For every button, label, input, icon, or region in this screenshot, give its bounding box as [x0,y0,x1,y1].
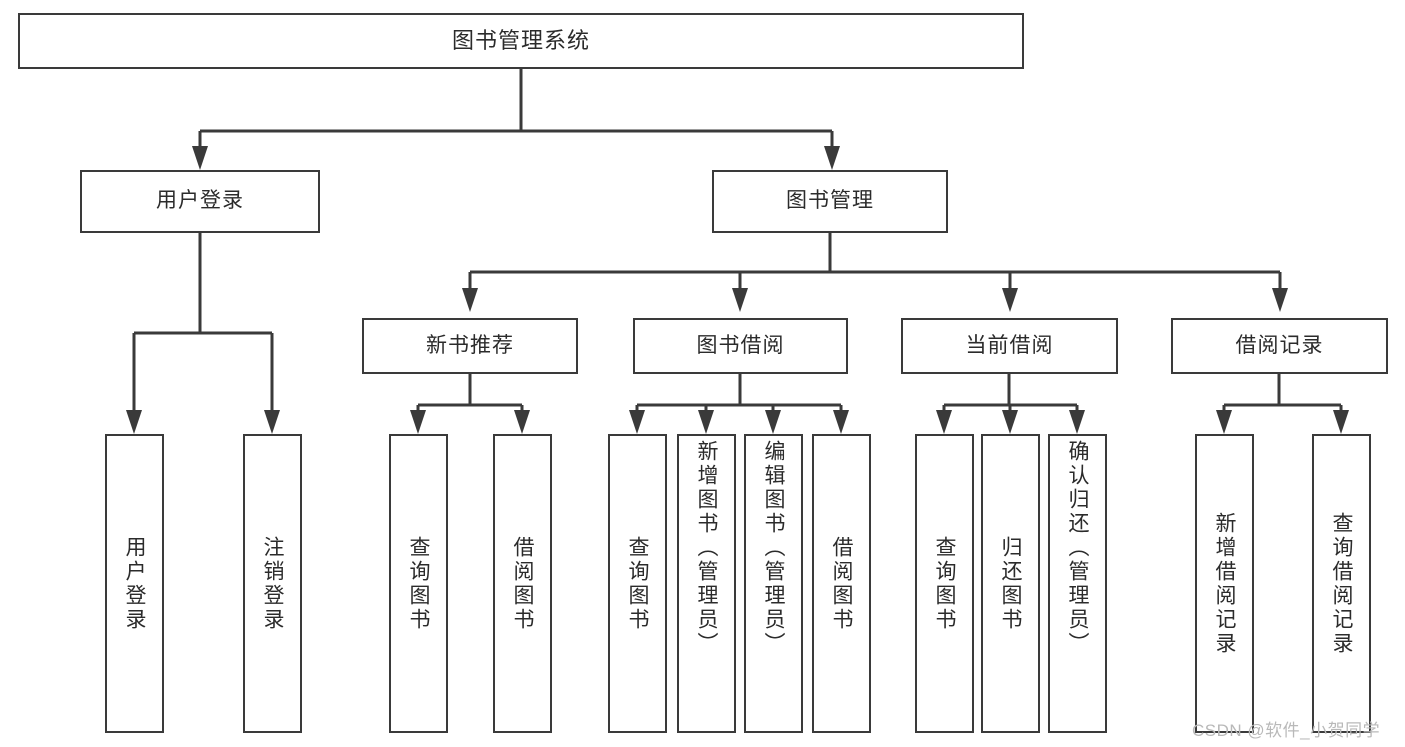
node-book-borrow[interactable]: 图书借阅 [633,318,848,374]
leaf-newbook-query-book[interactable]: 查询图书 [389,434,448,733]
node-book-management-label: 图书管理 [786,189,874,213]
leaf-logout[interactable]: 注销登录 [243,434,302,733]
leaf-borrow-book-label: 借阅图书 [830,535,853,632]
node-root-system[interactable]: 图书管理系统 [18,13,1024,69]
leaf-edit-book-admin[interactable]: 编辑图书（管理员） [744,434,803,733]
node-current-borrow[interactable]: 当前借阅 [901,318,1118,374]
leaf-user-login[interactable]: 用户登录 [105,434,164,733]
leaf-add-book-admin-label: 新增图书（管理员） [695,440,718,656]
node-borrow-record[interactable]: 借阅记录 [1171,318,1388,374]
leaf-borrow-query-book[interactable]: 查询图书 [608,434,667,733]
leaf-edit-book-admin-label: 编辑图书（管理员） [762,440,785,656]
leaf-return-book-label: 归还图书 [999,535,1022,632]
leaf-newbook-query-book-label: 查询图书 [407,535,430,632]
leaf-add-book-admin[interactable]: 新增图书（管理员） [677,434,736,733]
node-borrow-record-label: 借阅记录 [1235,333,1324,357]
leaf-newbook-borrow-book-label: 借阅图书 [511,535,534,632]
leaf-borrow-book[interactable]: 借阅图书 [812,434,871,733]
leaf-confirm-return-admin[interactable]: 确认归还（管理员） [1048,434,1107,733]
node-root-label: 图书管理系统 [451,28,590,54]
leaf-current-query-book[interactable]: 查询图书 [915,434,974,733]
leaf-user-login-label: 用户登录 [123,535,146,632]
leaf-current-query-book-label: 查询图书 [933,535,956,632]
leaf-borrow-query-book-label: 查询图书 [626,535,649,632]
node-new-book-recommend-label: 新书推荐 [426,333,514,357]
leaf-add-borrow-record[interactable]: 新增借阅记录 [1195,434,1254,733]
leaf-add-borrow-record-label: 新增借阅记录 [1213,511,1236,656]
leaf-logout-label: 注销登录 [261,535,284,632]
node-user-login[interactable]: 用户登录 [80,170,320,233]
leaf-newbook-borrow-book[interactable]: 借阅图书 [493,434,552,733]
leaf-confirm-return-admin-label: 确认归还（管理员） [1066,440,1089,656]
leaf-return-book[interactable]: 归还图书 [981,434,1040,733]
node-new-book-recommend[interactable]: 新书推荐 [362,318,578,374]
leaf-query-borrow-record[interactable]: 查询借阅记录 [1312,434,1371,733]
leaf-query-borrow-record-label: 查询借阅记录 [1330,511,1353,656]
node-user-login-label: 用户登录 [156,189,244,213]
node-book-management[interactable]: 图书管理 [712,170,948,233]
node-current-borrow-label: 当前借阅 [965,333,1054,357]
watermark-text: CSDN @软件_小贺同学 [1192,721,1381,740]
node-book-borrow-label: 图书借阅 [696,333,785,357]
